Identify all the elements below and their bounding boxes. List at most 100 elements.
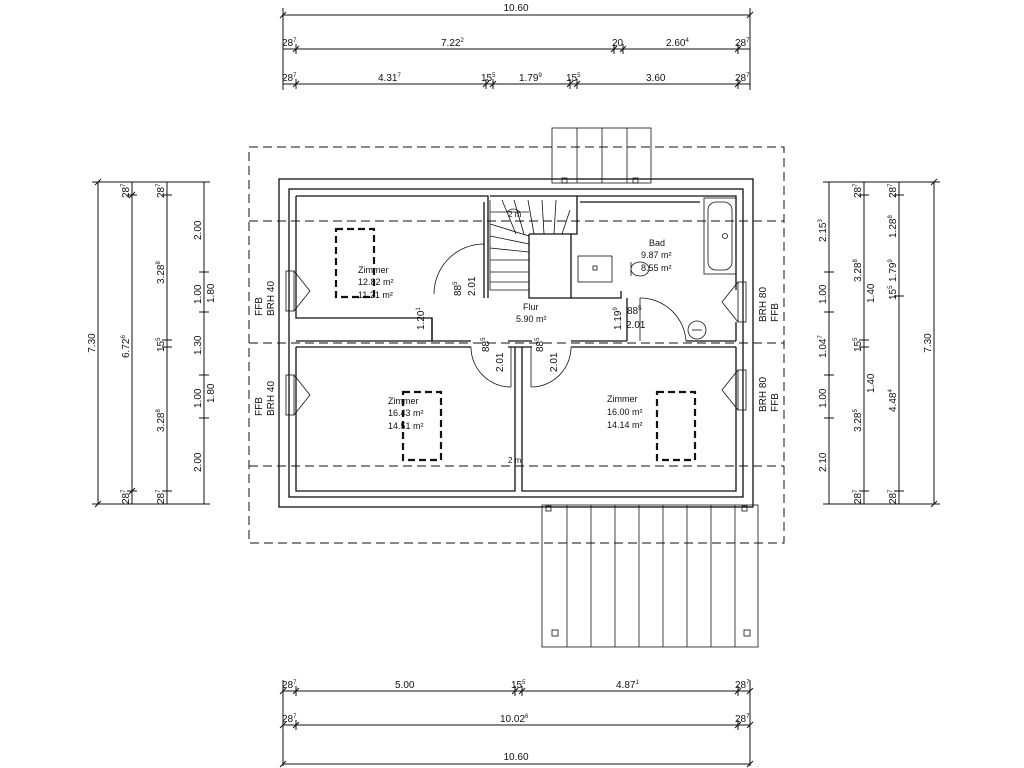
bottom-dim-total: 10.60 bbox=[503, 752, 528, 763]
right-dim-c3-b: 1.28 bbox=[888, 218, 899, 238]
svg-text:3.285: 3.285 bbox=[853, 409, 864, 432]
opening-labels: 885 2.01 885 2.01 885 2.01 885 2.01 1.20… bbox=[254, 210, 781, 465]
bottom-dim-r2-c: 28 bbox=[735, 714, 747, 725]
svg-text:287: 287 bbox=[282, 680, 297, 691]
skylight-se bbox=[655, 390, 697, 462]
left-dim-c3-a: 28 bbox=[156, 186, 167, 198]
top-dim-r3-f: 3.60 bbox=[646, 73, 666, 84]
bathroom-fixtures bbox=[577, 197, 737, 340]
svg-text:287: 287 bbox=[735, 73, 750, 84]
right-dim-c3-f: 28 bbox=[888, 492, 899, 504]
skylight-nw bbox=[334, 227, 376, 299]
left-dim-c2-c: 28 bbox=[121, 492, 132, 504]
room-zimmer-sw-name: Zimmer bbox=[388, 396, 419, 406]
door-flur-se-width: 88 bbox=[535, 340, 546, 352]
door-flur-sw-width: 88 bbox=[481, 340, 492, 352]
svg-text:287: 287 bbox=[121, 183, 132, 198]
svg-text:3.288: 3.288 bbox=[156, 409, 167, 432]
svg-text:1.201: 1.201 bbox=[416, 307, 427, 330]
svg-text:2.604: 2.604 bbox=[666, 38, 689, 49]
door-bad-width: 88 bbox=[627, 306, 639, 317]
right-dim-c2-e: 1.40 bbox=[866, 373, 877, 393]
window-w-upper-brh: BRH 40 bbox=[266, 281, 277, 316]
left-dim-c3-e: 28 bbox=[156, 492, 167, 504]
room-zimmer-nw: Zimmer 12.82 m² 11.21 m² bbox=[358, 265, 394, 300]
room-zimmer-sw: Zimmer 16.43 m² 14.51 m² bbox=[388, 396, 424, 431]
top-dim-row2-ticks bbox=[292, 44, 742, 54]
svg-text:287: 287 bbox=[156, 489, 167, 504]
svg-text:287: 287 bbox=[735, 714, 750, 725]
door-swings bbox=[433, 243, 687, 388]
svg-text:7.222: 7.222 bbox=[441, 38, 464, 49]
door-flur-se-height: 2.01 bbox=[549, 352, 560, 372]
room-bad-area1: 9.87 m² bbox=[641, 250, 672, 260]
top-dim-total: 10.60 bbox=[503, 3, 528, 14]
left-dim-c2-b: 6.72 bbox=[121, 338, 132, 358]
room-flur: Flur 5.90 m² bbox=[516, 302, 547, 324]
svg-text:155: 155 bbox=[566, 73, 581, 84]
room-bad-area2: 8.55 m² bbox=[641, 263, 672, 273]
balcony-bottom bbox=[541, 504, 759, 648]
top-dim-r2-d: 2.60 bbox=[666, 38, 686, 49]
room-zimmer-sw-area2: 14.51 m² bbox=[388, 421, 424, 431]
window-w-lower-ffb: FFB bbox=[254, 397, 265, 416]
left-dim-c4-e: 2.00 bbox=[193, 452, 204, 472]
left-dim-c3-b: 3.28 bbox=[156, 264, 167, 284]
top-dim-r2-e: 28 bbox=[735, 38, 747, 49]
svg-text:885: 885 bbox=[453, 281, 464, 296]
left-dim-c3-d: 3.28 bbox=[156, 412, 167, 432]
svg-text:155: 155 bbox=[888, 285, 899, 300]
washbasin-icon bbox=[687, 320, 707, 340]
right-dim-c1-b: 1.00 bbox=[818, 284, 829, 304]
right-dim-c1-d: 1.00 bbox=[818, 388, 829, 408]
room-flur-area1: 5.90 m² bbox=[516, 314, 547, 324]
right-dim-c2-d: 15 bbox=[853, 340, 864, 352]
svg-text:3.288: 3.288 bbox=[853, 259, 864, 282]
right-dimension-chains: 2.153 1.00 1.047 1.00 2.10 287 3.288 1.4… bbox=[818, 178, 940, 508]
bottom-dim-r1-e: 28 bbox=[735, 680, 747, 691]
room-bad: Bad 9.87 m² 8.55 m² bbox=[641, 238, 672, 273]
left-dim-c4-b: 1.00 bbox=[193, 284, 204, 304]
svg-text:1.199: 1.199 bbox=[613, 307, 624, 330]
door-zimmer-nw-height: 2.01 bbox=[467, 276, 478, 296]
right-dim-c3-c: 15 bbox=[888, 288, 899, 300]
svg-text:2.153: 2.153 bbox=[818, 219, 829, 242]
shower-icon bbox=[577, 255, 613, 283]
svg-text:885: 885 bbox=[535, 337, 546, 352]
svg-text:6.726: 6.726 bbox=[121, 335, 132, 358]
top-dim-r3-g: 28 bbox=[735, 73, 747, 84]
top-dim-r3-a: 28 bbox=[282, 73, 294, 84]
svg-text:287: 287 bbox=[156, 183, 167, 198]
roof-outline bbox=[248, 146, 785, 544]
window-e-lower-brh: BRH 80 bbox=[758, 377, 769, 412]
top-dim-r2-b: 7.22 bbox=[441, 38, 461, 49]
skylight-sw bbox=[401, 390, 443, 462]
svg-text:287: 287 bbox=[853, 489, 864, 504]
interior-walls bbox=[295, 195, 737, 492]
top-dim-r2-a: 28 bbox=[282, 38, 294, 49]
height-line-bottom-label: 2 m bbox=[508, 456, 522, 465]
svg-text:287: 287 bbox=[888, 183, 899, 198]
svg-text:1.799: 1.799 bbox=[888, 259, 899, 282]
svg-text:287: 287 bbox=[735, 680, 750, 691]
right-dim-c3-a: 28 bbox=[888, 186, 899, 198]
top-dim-r3-d: 1.79 bbox=[519, 73, 539, 84]
svg-text:155: 155 bbox=[853, 337, 864, 352]
room-zimmer-nw-name: Zimmer bbox=[358, 265, 389, 275]
top-dim-r2-c: 20 bbox=[612, 38, 624, 49]
bottom-dim-r1-d: 4.87 bbox=[616, 680, 636, 691]
windows bbox=[285, 270, 747, 416]
top-dim-r3-b: 4.31 bbox=[378, 73, 398, 84]
window-e-upper-ffb: FFB bbox=[770, 303, 781, 322]
door-bad-height: 2.01 bbox=[626, 320, 646, 331]
svg-text:155: 155 bbox=[511, 680, 526, 691]
svg-text:155: 155 bbox=[481, 73, 496, 84]
right-dim-c1-c: 1.04 bbox=[818, 338, 829, 358]
svg-text:287: 287 bbox=[853, 183, 864, 198]
height-line-top-label: 2 m bbox=[508, 210, 522, 219]
svg-text:1.047: 1.047 bbox=[818, 335, 829, 358]
room-bad-name: Bad bbox=[649, 238, 665, 248]
bottom-dim-r1-b: 5.00 bbox=[395, 680, 415, 691]
svg-text:10.026: 10.026 bbox=[500, 714, 529, 725]
